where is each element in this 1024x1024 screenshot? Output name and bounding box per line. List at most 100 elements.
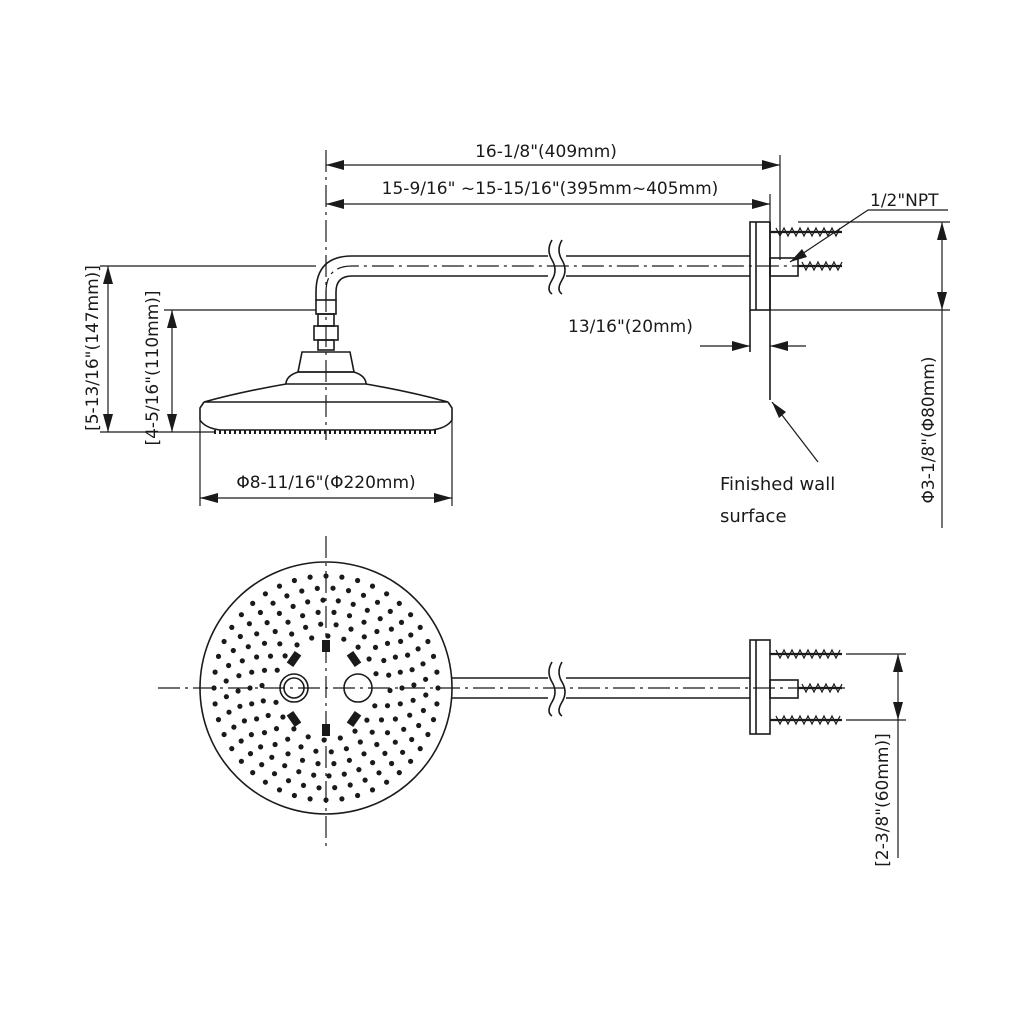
- head-upper-dome: [203, 383, 449, 403]
- dim-headdia-arrow-left: [200, 493, 218, 503]
- nozzle-dot: [389, 760, 395, 767]
- nozzle-dot: [285, 736, 291, 742]
- nozzle-dot: [291, 577, 297, 584]
- nozzle-dot: [346, 757, 352, 763]
- nozzle-dot: [235, 688, 241, 694]
- dim-overall-arrow-right: [762, 160, 780, 170]
- ball-joint-neck: [317, 339, 335, 351]
- nozzle-dot: [345, 588, 352, 594]
- nozzle-dot: [434, 701, 440, 707]
- flange-depth-label: 13/16"(20mm): [568, 317, 693, 337]
- nozzle-dot: [300, 613, 306, 619]
- nozzle-dot: [254, 631, 260, 637]
- nozzle-dot: [396, 600, 402, 607]
- nozzle-dot: [384, 703, 391, 709]
- nozzle-dot: [231, 724, 237, 730]
- nozzle-dot: [258, 744, 264, 750]
- nozzle-dot: [401, 726, 407, 732]
- nozzle-dot: [265, 712, 271, 719]
- screw-upper-thread: [775, 226, 841, 238]
- nozzle-dot: [299, 588, 305, 594]
- nozzle-dot: [339, 796, 345, 802]
- break-symbol-right: [558, 239, 566, 295]
- nozzle-dot: [245, 644, 251, 650]
- nozzle-dot: [221, 638, 227, 645]
- nozzle-dot: [405, 652, 411, 658]
- front-screw-bottom-thread: [775, 714, 841, 726]
- nozzle-dot: [352, 728, 358, 734]
- slot-mark-top-left: [286, 650, 302, 668]
- nozzle-dot: [272, 741, 278, 748]
- nozzle-dot: [407, 712, 413, 718]
- nozzle-dot: [417, 624, 423, 631]
- nozzle-dot: [270, 600, 276, 606]
- center-button-left-inner: [283, 677, 305, 699]
- screw-lower-thread: [801, 260, 843, 272]
- nozzle-dot: [325, 633, 331, 639]
- overall-length-label: 16-1/8"(409mm): [475, 142, 617, 162]
- nozzle-dot: [215, 717, 222, 723]
- center-button-right: [343, 673, 373, 703]
- nozzle-dot: [274, 667, 280, 673]
- head-diameter-label: Φ8-11/16"(Φ220mm): [236, 473, 415, 493]
- front-flange: [749, 639, 771, 735]
- nozzle-dot: [318, 621, 324, 627]
- nozzle-dot: [399, 685, 405, 691]
- nozzle-dot: [212, 701, 218, 707]
- nozzle-dot: [355, 792, 361, 799]
- nozzle-dot: [392, 654, 398, 660]
- nozzle-dot: [373, 671, 379, 677]
- nozzle-dot: [364, 607, 370, 613]
- dim-arm-arrow-left: [326, 199, 344, 209]
- nozzle-dot: [315, 761, 321, 767]
- nozzle-dot: [361, 751, 367, 757]
- front-view: [2-3/8"(60mm)]: [158, 536, 906, 867]
- nozzle-dot: [339, 574, 345, 580]
- nozzle-dot: [398, 638, 404, 645]
- nozzle-dot: [425, 638, 431, 645]
- nozzle-dot: [262, 779, 268, 785]
- nozzle-dot: [355, 577, 361, 584]
- nozzle-dot: [250, 600, 256, 607]
- dim-spacing-arrow-top: [893, 654, 903, 672]
- nozzle-dot: [212, 669, 218, 675]
- total-height-label: [5-13/16"(147mm)]: [83, 265, 103, 431]
- head-height-label: [4-5/16"(110mm)]: [143, 290, 163, 445]
- nozzle-dot: [396, 770, 402, 776]
- nozzle-dot: [314, 585, 320, 592]
- nozzle-dot: [372, 703, 378, 709]
- dim-arm-arrow-right: [752, 199, 770, 209]
- nozzle-dot: [361, 619, 367, 625]
- nozzle-dot: [360, 592, 367, 598]
- nozzle-dot: [343, 746, 349, 752]
- nozzle-dot: [335, 598, 341, 604]
- wall-leader-arrow: [772, 402, 786, 418]
- nozzle-dot: [290, 603, 296, 610]
- nozzle-dot: [366, 656, 372, 662]
- nozzle-dot: [289, 631, 295, 637]
- nozzle-dot: [250, 770, 256, 776]
- nozzle-dot: [369, 583, 376, 589]
- nozzle-dot: [273, 726, 280, 732]
- nozzle-dot: [238, 738, 244, 744]
- slot-mark-bottom-right: [346, 710, 362, 728]
- nozzle-dot: [435, 685, 441, 691]
- npt-leader-arrow: [790, 249, 807, 262]
- nozzle-dot: [239, 658, 245, 664]
- nozzle-dot: [328, 749, 334, 755]
- nozzle-dot: [272, 628, 278, 635]
- nozzle-dot: [384, 591, 390, 597]
- nozzle-dot: [273, 699, 279, 705]
- nozzle-dot: [320, 597, 326, 603]
- nozzle-dot: [408, 632, 414, 638]
- nozzle-dot: [282, 763, 288, 769]
- nozzle-dot: [387, 687, 393, 694]
- front-break-left: [548, 661, 556, 717]
- dim-depth-arrow-left: [732, 341, 750, 351]
- nozzle-dot: [341, 636, 347, 642]
- nozzle-dot: [411, 682, 417, 688]
- nozzle-dot: [323, 797, 329, 803]
- nozzle-dot: [387, 608, 393, 615]
- nozzle-pattern: [211, 573, 441, 803]
- nozzle-dot: [384, 779, 390, 785]
